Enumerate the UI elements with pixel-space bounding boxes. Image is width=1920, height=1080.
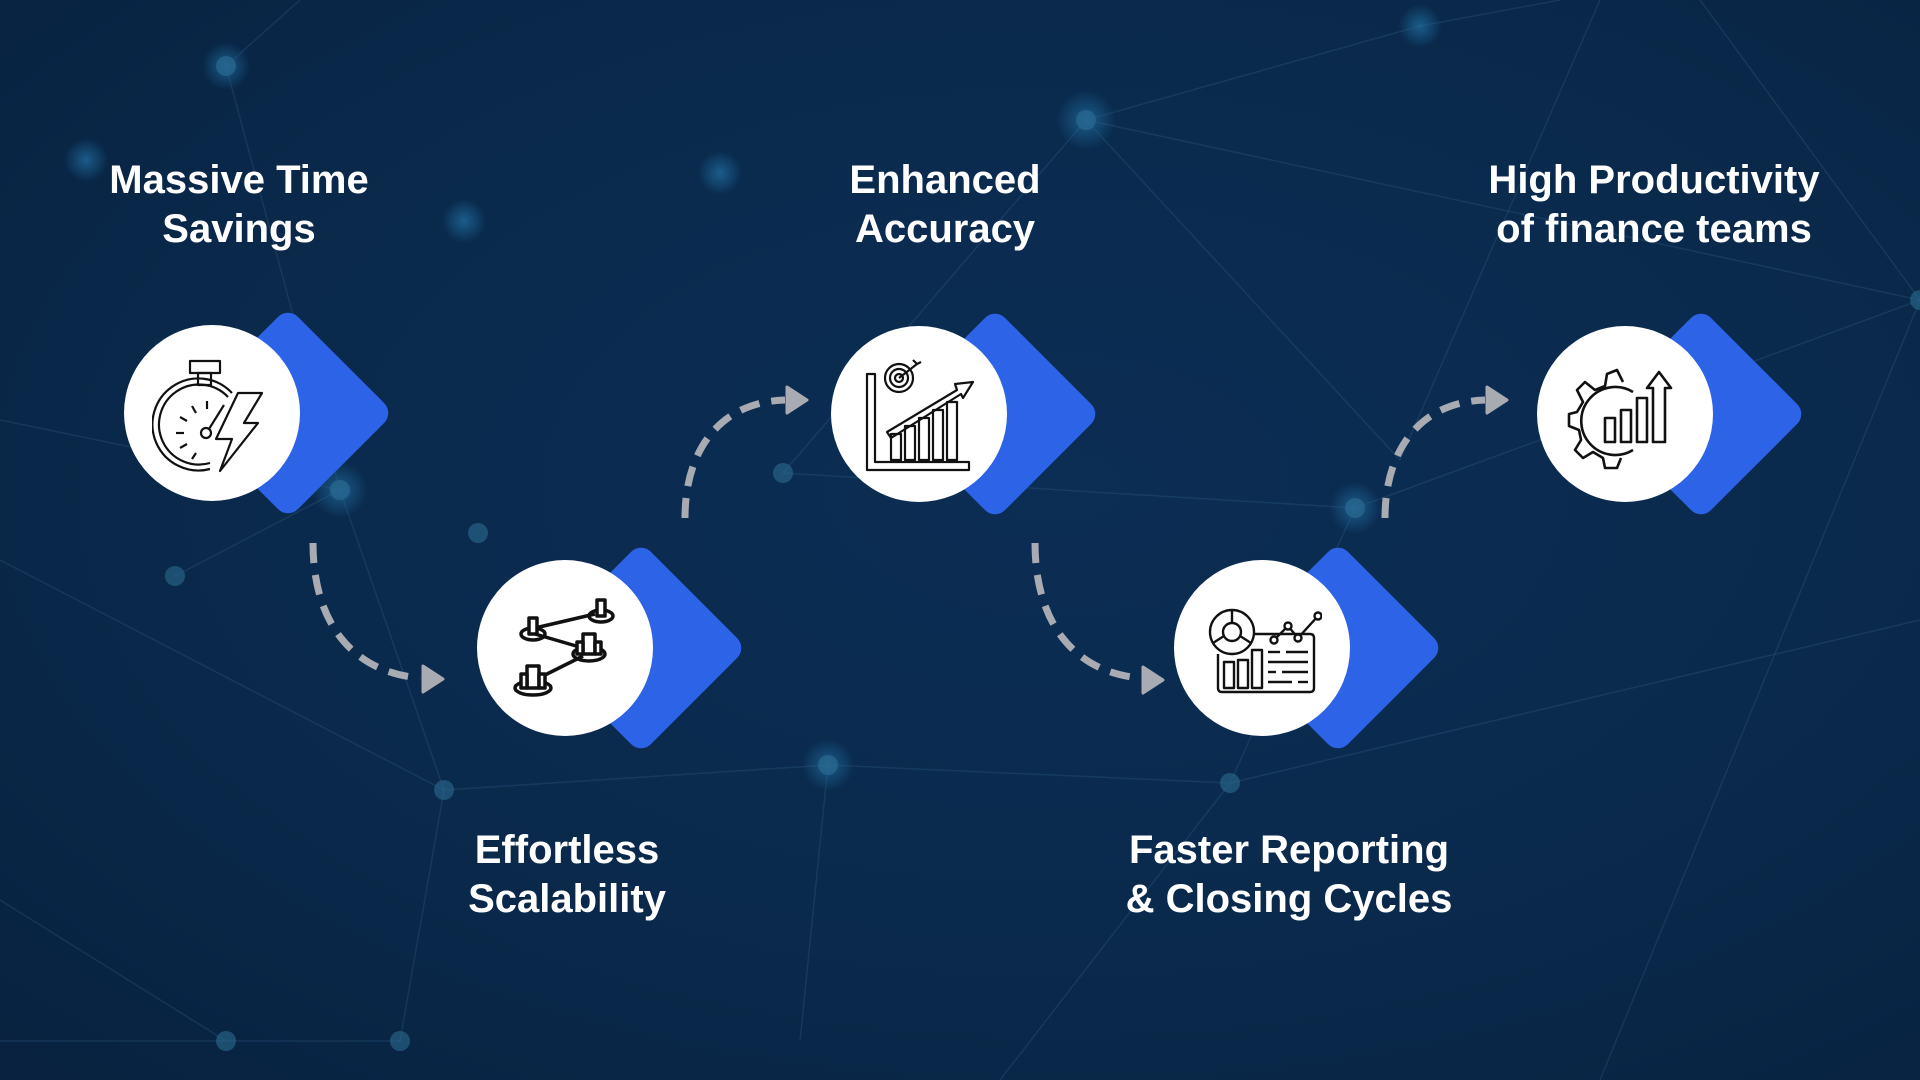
step-title-faster-reporting: Faster Reporting & Closing Cycles <box>1126 826 1453 924</box>
step-title-line: Savings <box>162 207 316 251</box>
step-3-icon-circle <box>831 326 1007 502</box>
step-title-line: & Closing Cycles <box>1125 877 1453 921</box>
step-title-enhanced-accuracy: Enhanced Accuracy <box>849 156 1040 254</box>
network-nodes <box>64 4 1920 1051</box>
step-5-icon-circle <box>1537 326 1713 502</box>
step-title-line: Massive Time <box>109 158 369 202</box>
step-2-icon-circle <box>477 560 653 736</box>
step-title-line: Effortless <box>474 828 660 872</box>
step-title-line: of finance teams <box>1496 207 1812 251</box>
stopwatch-lightning-icon <box>152 359 264 473</box>
step-title-effortless-scalability: Effortless Scalability <box>468 826 666 924</box>
step-title-massive-time-savings: Massive Time Savings <box>109 156 368 254</box>
target-growth-chart-icon <box>865 359 975 472</box>
step-title-high-productivity: High Productivity of finance teams <box>1488 156 1819 254</box>
gear-growth-chart-icon <box>1567 368 1673 470</box>
step-title-line: Enhanced <box>849 158 1041 202</box>
step-title-line: High Productivity <box>1488 158 1820 202</box>
step-title-line: Scalability <box>468 877 666 921</box>
dashboard-report-icon <box>1208 608 1322 694</box>
step-title-line: Accuracy <box>854 207 1036 251</box>
step-title-line: Faster Reporting <box>1128 828 1450 872</box>
network-bar-charts-icon <box>513 598 615 697</box>
step-1-icon-circle <box>124 325 300 501</box>
step-4-icon-circle <box>1174 560 1350 736</box>
